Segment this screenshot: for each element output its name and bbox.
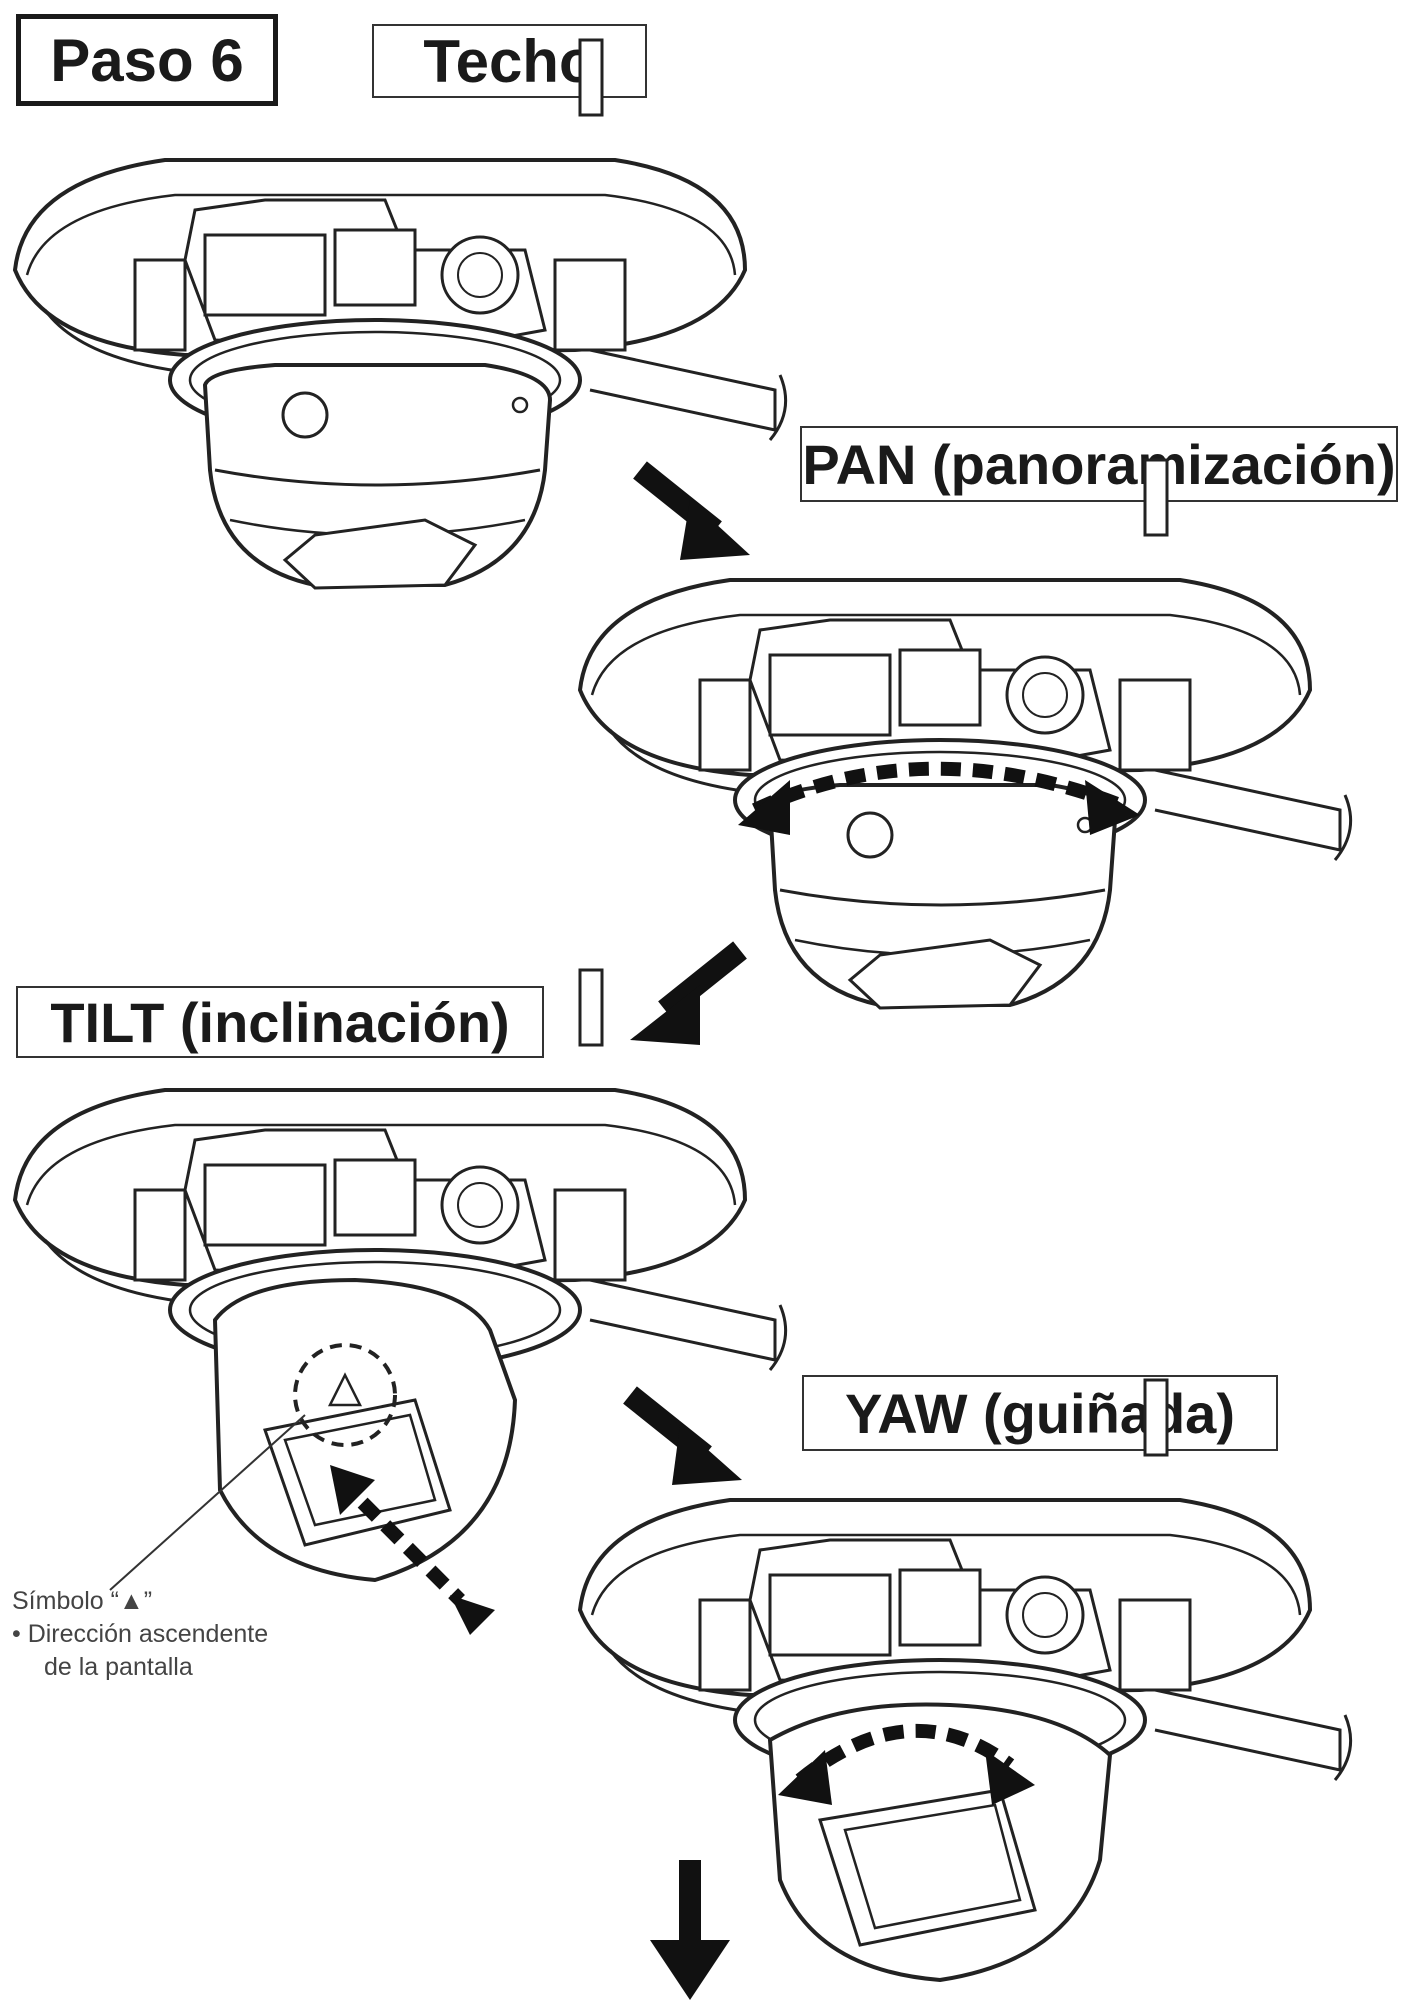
symbol-note-line1: • Dirección ascendente: [12, 1620, 269, 1648]
tilt-arrow: [330, 1465, 495, 1635]
symbol-note-line2: de la pantalla: [44, 1653, 193, 1681]
tilt-label: TILT (inclinación): [16, 986, 544, 1058]
step-label: Paso 6: [16, 14, 278, 106]
flow-arrow-2: [630, 941, 747, 1045]
symbol-note: Símbolo “▲” • Dirección ascendente de la…: [12, 1585, 268, 1684]
yaw-label: YAW (guiñada): [802, 1375, 1278, 1451]
symbol-callout-line: [109, 1414, 306, 1591]
flow-arrow-1: [633, 461, 750, 560]
camera-tilt: [13, 968, 788, 1583]
pan-rotation-arrow: [738, 761, 1140, 835]
symbol-note-title: Símbolo “▲”: [12, 1587, 153, 1615]
yaw-rotation-arrow: [778, 1723, 1035, 1805]
camera-yaw: [578, 1378, 1353, 1983]
flow-arrow-3: [623, 1386, 742, 1485]
flow-arrow-down: [650, 1860, 730, 2000]
pan-label: PAN (panoramización): [800, 426, 1398, 502]
